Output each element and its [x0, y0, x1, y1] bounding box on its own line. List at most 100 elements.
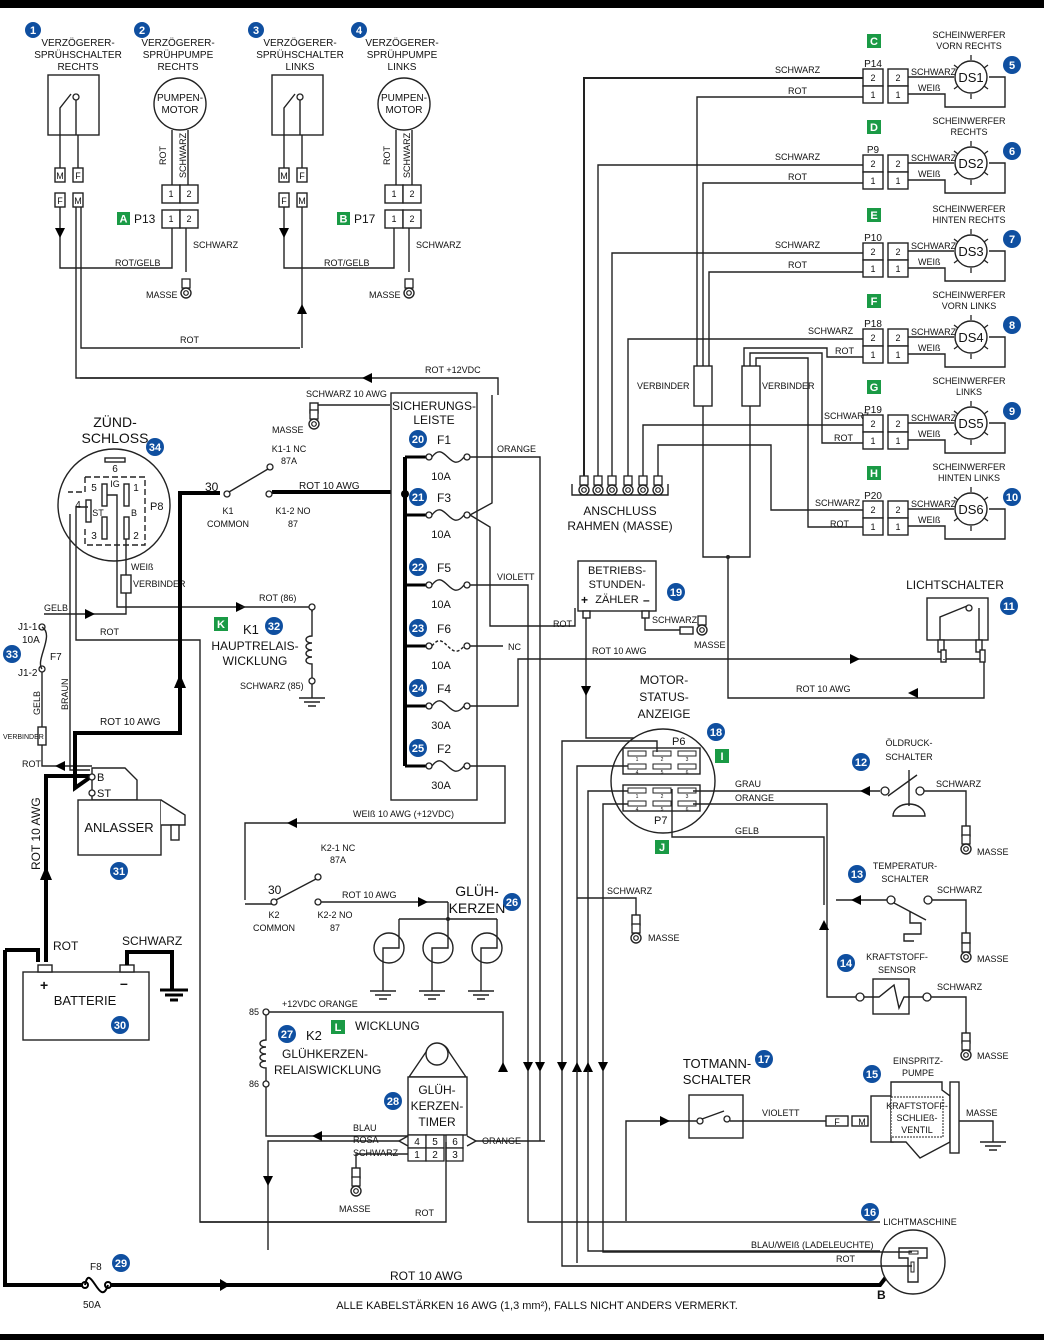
svg-text:1: 1: [414, 1150, 420, 1161]
svg-text:2: 2: [409, 214, 414, 224]
connector-label-h: H: [867, 466, 881, 480]
connector-label-l: L: [331, 1020, 345, 1034]
svg-text:17: 17: [758, 1054, 770, 1066]
svg-text:ROT: ROT: [53, 939, 79, 953]
svg-text:SICHERUNGS-: SICHERUNGS-: [392, 399, 476, 413]
bottom-border: [0, 1334, 1044, 1340]
svg-text:4: 4: [356, 25, 363, 37]
svg-text:WEIß: WEIß: [918, 83, 941, 93]
badge-12: 12: [852, 753, 870, 771]
svg-text:ROT/GELB: ROT/GELB: [115, 258, 161, 268]
svg-text:1: 1: [895, 522, 900, 532]
svg-text:1: 1: [870, 436, 875, 446]
svg-text:4: 4: [75, 500, 81, 511]
svg-text:26: 26: [506, 897, 518, 909]
svg-text:F: F: [834, 1117, 840, 1127]
svg-text:HINTEN LINKS: HINTEN LINKS: [938, 473, 1000, 483]
component-34-ignition-switch: ZÜND- SCHLOSS 34 6 5 IG 1 4 ST B 3 2 P8 …: [44, 413, 420, 1223]
svg-text:6: 6: [452, 1137, 458, 1148]
relay-k1: ROT +12VDC SCHWARZ 10 AWG MASSE 30 K1 CO…: [80, 365, 499, 707]
svg-text:ROT (86): ROT (86): [259, 593, 296, 603]
svg-text:LICHTSCHALTER: LICHTSCHALTER: [906, 578, 1004, 592]
svg-text:6: 6: [112, 464, 118, 475]
svg-text:1: 1: [895, 176, 900, 186]
badge-19: 19: [667, 583, 685, 601]
connector-label-k: K: [214, 617, 228, 631]
badge-8: 8: [1003, 316, 1021, 334]
svg-text:MASSE: MASSE: [272, 425, 304, 435]
svg-text:J1-1: J1-1: [18, 622, 38, 633]
svg-text:1: 1: [168, 214, 173, 224]
svg-text:2: 2: [409, 189, 414, 199]
svg-text:NC: NC: [508, 642, 521, 652]
svg-text:RECHTS: RECHTS: [57, 62, 98, 73]
svg-text:SCHEINWERFER: SCHEINWERFER: [932, 30, 1006, 40]
svg-text:10A: 10A: [22, 635, 40, 646]
svg-text:VENTIL: VENTIL: [901, 1125, 933, 1135]
svg-text:ST: ST: [92, 508, 104, 518]
svg-text:RAHMEN (MASSE): RAHMEN (MASSE): [567, 519, 672, 533]
svg-text:1: 1: [895, 264, 900, 274]
svg-text:6: 6: [686, 770, 689, 776]
badge-6: 6: [1003, 142, 1021, 160]
connector-label-f: F: [867, 294, 881, 308]
svg-text:4: 4: [636, 770, 639, 776]
component-17-deadman-switch: TOTMANN- SCHALTER 17 VIOLETT F M: [625, 1050, 869, 1221]
headlight-ds3: EP102121SCHWARZWEIßDS3SCHEINWERFERHINTEN…: [862, 204, 1021, 282]
svg-text:WEIß: WEIß: [131, 562, 154, 572]
svg-text:P6: P6: [672, 736, 685, 748]
svg-text:F8: F8: [90, 1262, 102, 1273]
svg-text:P13: P13: [134, 212, 156, 226]
svg-text:VORN LINKS: VORN LINKS: [942, 301, 997, 311]
component-29-fuse-f8: F8 50A 29: [81, 1254, 130, 1311]
svg-text:29: 29: [115, 1258, 127, 1270]
svg-text:F: F: [299, 171, 305, 181]
badge-1: 1: [25, 22, 41, 38]
svg-text:1: 1: [391, 214, 396, 224]
svg-text:F3: F3: [437, 491, 451, 505]
svg-text:ST: ST: [97, 788, 111, 800]
component-30-battery: + – ROT SCHWARZ BATTERIE 30: [5, 934, 188, 1041]
svg-text:PUMPEN-: PUMPEN-: [381, 93, 427, 104]
svg-text:B: B: [97, 772, 104, 784]
component-1-spray-switch-right: 1 VERZÖGERER- SPRÜHSCHALTER RECHTS M F F…: [25, 22, 310, 379]
component-14-fuel-sensor: 14 KRAFTSTOFF- SENSOR SCHWARZ MASSE: [819, 920, 1009, 1061]
svg-text:4: 4: [636, 807, 639, 813]
badge-11: 11: [1000, 597, 1018, 615]
svg-text:K1-1 NC: K1-1 NC: [272, 444, 307, 454]
svg-text:ROT: ROT: [415, 1208, 435, 1218]
svg-text:SCHWARZ: SCHWARZ: [607, 886, 653, 896]
svg-text:2: 2: [870, 505, 875, 515]
component-26-glow-plugs: 30 K2 COMMON K2-1 NC 87A K2-2 NO 87 ROT …: [245, 843, 521, 1000]
svg-text:BLAU/WEIß (LADELEUCHTE): BLAU/WEIß (LADELEUCHTE): [751, 1240, 874, 1250]
badge-17: 17: [755, 1050, 773, 1068]
svg-text:ORANGE: ORANGE: [497, 444, 536, 454]
svg-text:RECHTS: RECHTS: [157, 62, 198, 73]
svg-text:30A: 30A: [431, 720, 451, 732]
svg-text:+: +: [40, 977, 48, 993]
svg-text:18: 18: [710, 727, 722, 739]
badge-27: 27: [278, 1025, 296, 1043]
svg-text:2: 2: [661, 794, 664, 800]
svg-text:30: 30: [205, 480, 219, 494]
svg-text:SCHLIEß-: SCHLIEß-: [896, 1113, 937, 1123]
svg-text:3: 3: [253, 25, 259, 37]
badge-14: 14: [837, 954, 855, 972]
component-31-starter: B ST ANLASSER 31: [77, 767, 186, 880]
svg-text:2: 2: [870, 333, 875, 343]
badge-15: 15: [863, 1065, 881, 1083]
svg-text:BETRIEBS-: BETRIEBS-: [588, 565, 646, 577]
svg-text:B: B: [340, 214, 348, 226]
svg-text:COMMON: COMMON: [253, 923, 295, 933]
svg-text:WEIß: WEIß: [918, 515, 941, 525]
svg-text:I: I: [720, 751, 723, 763]
badge-3: 3: [248, 22, 264, 38]
svg-text:3: 3: [91, 531, 97, 542]
badge-13: 13: [848, 865, 866, 883]
svg-text:20: 20: [412, 434, 424, 446]
svg-text:ROT 10 AWG: ROT 10 AWG: [29, 797, 43, 870]
svg-text:VERBINDER: VERBINDER: [133, 579, 186, 589]
